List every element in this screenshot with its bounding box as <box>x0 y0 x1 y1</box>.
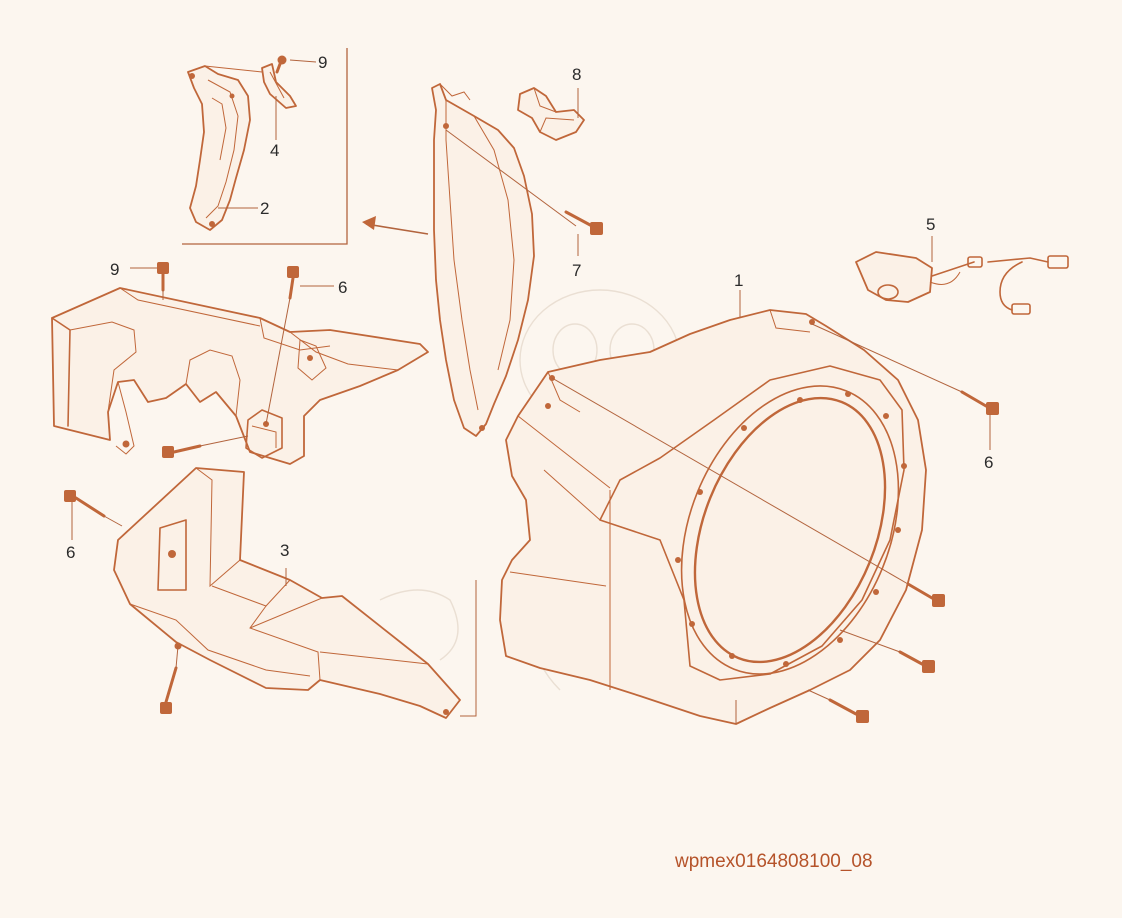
upper-left-air-guide <box>51 287 429 465</box>
part-8-clip <box>517 87 585 141</box>
bolt-right-c <box>828 698 869 723</box>
callout-8: 8 <box>572 65 581 84</box>
callout-6-right: 6 <box>984 453 993 472</box>
bolt-6-left <box>64 490 106 518</box>
part-5-switch <box>855 251 1069 315</box>
leader-lines <box>71 59 991 724</box>
inset-frame <box>182 48 348 245</box>
part-9-small-bolt-top <box>204 55 287 74</box>
bolt-7 <box>564 210 603 235</box>
bolt-bottom-left <box>160 666 178 714</box>
callout-2: 2 <box>260 199 269 218</box>
bolt-6-top-left <box>287 266 299 300</box>
part-4-bracket <box>261 63 297 109</box>
bolt-6-right <box>960 390 999 415</box>
callout-1: 1 <box>734 271 743 290</box>
callout-labels: 1 2 3 4 5 6 6 6 7 8 9 9 <box>66 53 993 562</box>
callout-5: 5 <box>926 215 935 234</box>
diagram-code: wpmex0164808100_08 <box>675 851 873 872</box>
bolt-mid-left <box>162 444 202 458</box>
callout-9-left: 9 <box>110 260 119 279</box>
callout-9-top: 9 <box>318 53 327 72</box>
callout-4: 4 <box>270 141 279 160</box>
callout-3: 3 <box>280 541 289 560</box>
part-2-cover-plate <box>187 65 251 231</box>
bolt-right-a <box>906 582 945 607</box>
callout-7: 7 <box>572 261 581 280</box>
bolt-9-left <box>157 262 169 292</box>
part-3-lower-shroud <box>113 467 461 719</box>
part-7-curved-cover <box>431 83 535 437</box>
direction-arrow <box>362 216 429 235</box>
bolt-right-b <box>898 650 935 673</box>
callout-6-top: 6 <box>338 278 347 297</box>
callout-6-left: 6 <box>66 543 75 562</box>
part-1-fan-housing <box>499 309 927 725</box>
